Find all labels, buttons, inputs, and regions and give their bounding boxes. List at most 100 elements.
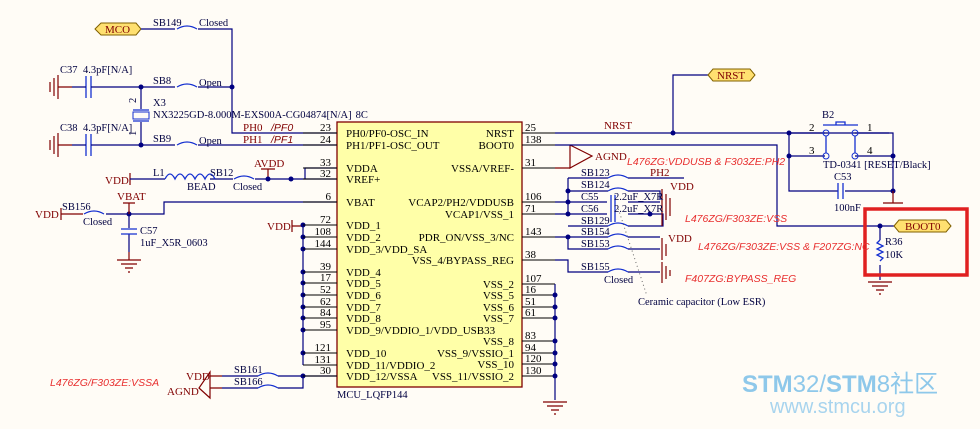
sb156-label: SB156 — [62, 202, 91, 213]
l1-value: BEAD — [187, 182, 216, 193]
sb155-state: Closed — [604, 275, 634, 286]
c37-value: 4.3pF[N/A] — [83, 65, 132, 76]
mcu-pin-name: VSSA/VREF- — [451, 163, 514, 175]
note-vss: L476ZG/F303ZE:VSS — [685, 213, 787, 225]
mcu-pin-number: 33 — [320, 157, 332, 169]
mcu-pin-number: 71 — [525, 203, 536, 215]
mco-label: MCO — [105, 24, 130, 36]
mcu-pin-name: PH0/PF0-OSC_IN — [346, 128, 429, 140]
c38-value: 4.3pF[N/A] — [83, 123, 132, 134]
mcu-pin-name: VDD_6 — [346, 290, 381, 302]
b2-pushbutton[interactable] — [823, 121, 858, 153]
mco-net-tag[interactable]: MCO — [94, 22, 142, 36]
mcu-pin-number: 31 — [525, 157, 536, 169]
sb9-solder-bridge — [176, 141, 198, 146]
mcu-pin-number: 106 — [525, 191, 542, 203]
c37-label: C37 — [60, 65, 78, 76]
mcu-pin-number: 17 — [320, 272, 332, 284]
boot0-tag-label: BOOT0 — [905, 221, 941, 233]
svg-text:www.stmcu.org: www.stmcu.org — [769, 396, 906, 418]
c38-ground-symbol — [49, 133, 72, 157]
c57-value: 1uF_X5R_0603 — [140, 238, 208, 249]
agnd-label: AGND — [167, 386, 199, 398]
r36-resistor — [875, 239, 885, 262]
mcu-pin-number: 51 — [525, 296, 536, 308]
mcu-pin-number: 72 — [320, 214, 331, 226]
ceramic-cap-note: Ceramic capacitor (Low ESR) — [638, 297, 766, 308]
mcu-pin-number: 16 — [525, 284, 537, 296]
vbat-label: VBAT — [117, 191, 146, 203]
l1-bead-inductor — [164, 173, 216, 181]
boot0-net-tag[interactable]: BOOT0 — [893, 219, 952, 233]
mcu-body — [336, 121, 523, 388]
mcu-pin-number: 61 — [525, 307, 536, 319]
c38-label: C38 — [60, 123, 78, 134]
r36-label: R36 — [885, 237, 903, 248]
mcu-pin-name: VREF+ — [346, 174, 380, 186]
mcu-pin-number: 39 — [320, 261, 332, 273]
mcu-pin-number: 143 — [525, 226, 542, 238]
nrst-tag-label: NRST — [717, 70, 745, 82]
avdd-label: AVDD — [254, 158, 284, 170]
mcu-pin-name: NRST — [486, 128, 514, 140]
vdd-supply-bars — [661, 189, 671, 283]
sb9-label: SB9 — [153, 134, 171, 145]
mcu-pin-name: VDD_1 — [346, 220, 381, 232]
mcu-pin-number: 108 — [315, 226, 332, 238]
nrst-net-tag[interactable]: NRST — [707, 68, 756, 82]
sb124-label: SB124 — [581, 180, 610, 191]
ph2-label: PH2 — [650, 167, 670, 179]
vdd-power-label: VDD — [35, 209, 59, 221]
sb153-solder-bridge — [607, 245, 629, 250]
mcu-pin-name: VDDA — [346, 163, 378, 175]
mcu-pin-number: 95 — [320, 319, 332, 331]
mcu-pin-name: VSS_4/BYPASS_REG — [412, 255, 514, 267]
sb154-solder-bridge — [607, 233, 629, 238]
mcu-pin-number: 52 — [320, 284, 331, 296]
sb149-state: Closed — [199, 18, 229, 29]
mcu-pin-name: VSS_8 — [483, 336, 515, 348]
vssa-note: L476ZG/F303ZE:VSSA — [50, 377, 159, 389]
sb8-solder-bridge — [176, 83, 198, 88]
c37-ground-symbol — [49, 75, 72, 99]
mcu-pin-number: 144 — [315, 238, 332, 250]
l1-label: L1 — [153, 168, 165, 179]
mcu-pin-number: 32 — [320, 168, 331, 180]
mcu-pin-number: 121 — [315, 342, 332, 354]
mcu-pin-name: VDD_9/VDDIO_1/VDD_USB33 — [346, 325, 496, 337]
mcu-pin-number: 62 — [320, 296, 331, 308]
highlight-box — [863, 207, 969, 277]
mco-wire — [141, 28, 337, 134]
sb155-solder-bridge — [607, 268, 629, 273]
mcu-pin-number: 120 — [525, 353, 542, 365]
b2-pin1: 1 — [867, 122, 873, 134]
b2-pin4: 4 — [867, 145, 873, 157]
sb155-label: SB155 — [581, 262, 610, 273]
sb161-label: SB161 — [234, 365, 263, 376]
c53-capacitor — [837, 183, 844, 199]
c38-capacitor — [85, 134, 92, 156]
c55-value: 2.2uF_X7R — [614, 192, 663, 203]
note-bypass-reg: F407ZG:BYPASS_REG — [685, 273, 796, 285]
reset-ground — [883, 191, 903, 204]
b2-part: TD-0341 [RESET/Black] — [823, 160, 931, 171]
sb153-label: SB153 — [581, 239, 610, 250]
mcu-pin-number: 107 — [525, 273, 542, 285]
vdd-power-symbol — [60, 208, 83, 220]
b2-pin3: 3 — [809, 145, 815, 157]
ph0-label: PH0 — [243, 122, 263, 134]
ground-icon — [867, 281, 893, 295]
sb12-label: SB12 — [210, 168, 233, 179]
b2-label: B2 — [822, 110, 834, 121]
mcu-pin-number: 23 — [320, 122, 332, 134]
mcu-pin-name: VDD_10 — [346, 348, 387, 360]
c37-capacitor — [85, 76, 92, 98]
mcu-pin-name: VDD_8 — [346, 313, 381, 325]
sb8-state: Open — [199, 78, 222, 89]
x3-crystal-symbol — [133, 109, 149, 122]
mcu-pin-number: 138 — [525, 134, 542, 146]
b2-pin2: 2 — [809, 122, 815, 134]
mcu-pin-number: 94 — [525, 342, 537, 354]
sb166-label: SB166 — [234, 377, 263, 388]
sb154-label: SB154 — [581, 227, 610, 238]
